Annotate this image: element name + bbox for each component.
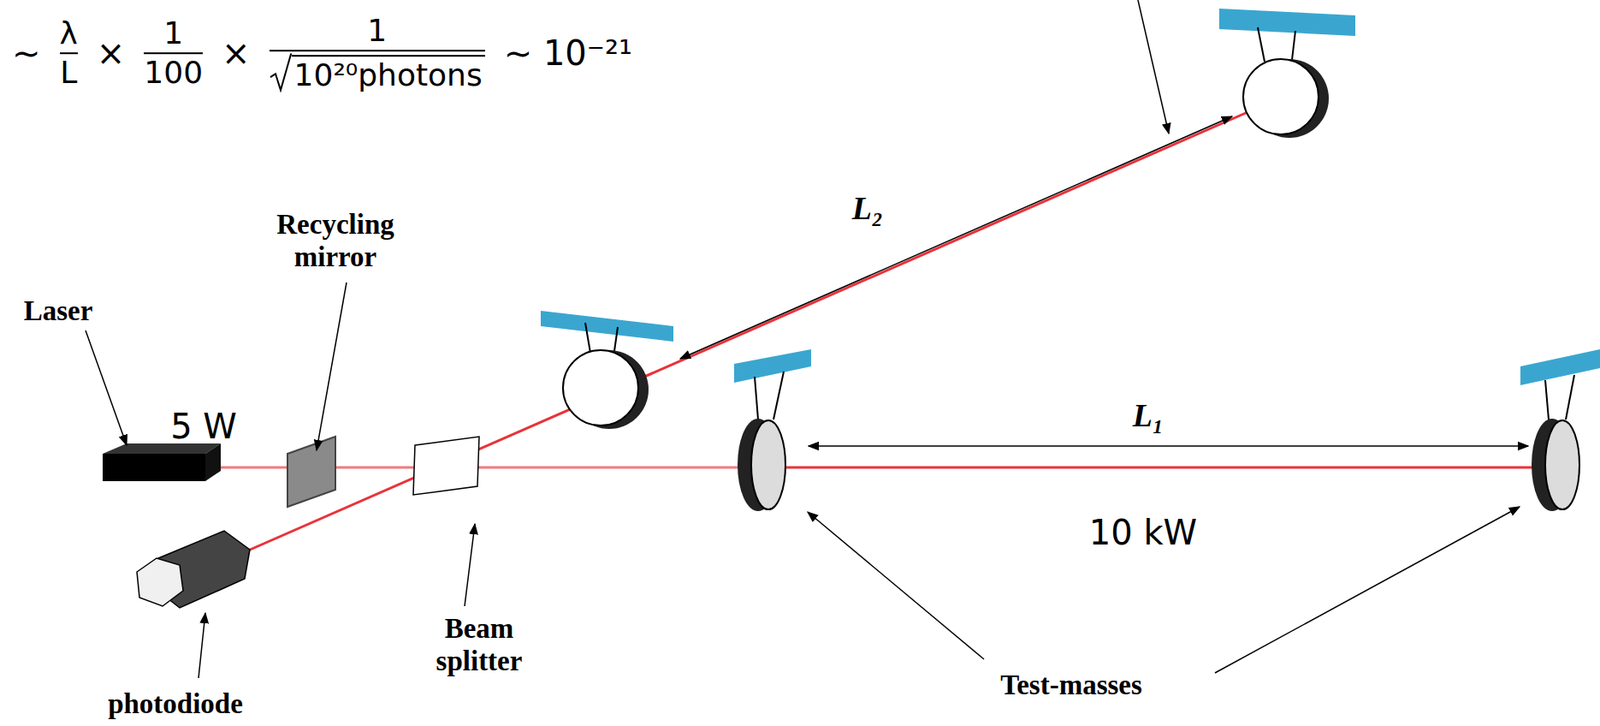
fraction: 1100	[143, 16, 203, 89]
formula-term: 100	[143, 55, 203, 90]
test-mass	[734, 349, 812, 511]
formula-term: ∼	[11, 33, 42, 73]
formula-term: 1	[163, 16, 184, 51]
formula-term: ×	[96, 33, 126, 73]
leader-line	[198, 612, 206, 678]
callout-label: Beam splitter	[406, 612, 552, 678]
callout-label: L₁	[1132, 397, 1164, 435]
callout-label: Test-masses	[1000, 669, 1143, 702]
test-mass	[1520, 349, 1600, 511]
dimension-arrow	[680, 116, 1233, 359]
fraction-bar	[143, 52, 203, 54]
formula-term: λ	[59, 16, 78, 51]
photodiode-symbol	[136, 530, 250, 608]
callout-label: photodiode	[107, 687, 243, 721]
dimension-arrow	[808, 444, 1529, 447]
callout-label: 5 W	[170, 406, 238, 446]
callout-label: L₂	[852, 189, 883, 228]
callout-label: Laser	[23, 295, 94, 328]
leader-line	[1214, 506, 1520, 673]
arm-beam	[744, 466, 1541, 469]
leader-line	[464, 523, 475, 606]
test-mass	[1219, 8, 1356, 138]
formula-term: L	[59, 55, 78, 90]
laser-symbol	[102, 443, 221, 481]
fraction-bar	[59, 52, 78, 54]
radical-sign	[269, 53, 292, 93]
formula-term: 1	[367, 13, 387, 48]
radical: 10²⁰photons	[269, 53, 486, 93]
test-mass	[540, 310, 674, 429]
callout-label: Recycling mirror	[256, 208, 415, 274]
fraction: λL	[59, 16, 78, 89]
formula-term: ×	[221, 33, 251, 73]
fraction-bar	[269, 49, 486, 52]
leader-line	[1137, 0, 1169, 134]
fraction: 1 10²⁰photons	[269, 13, 486, 93]
leader-line	[85, 330, 127, 445]
formula: ∼λL×1100×110²⁰photons∼ 10⁻²¹	[11, 13, 633, 93]
formula-term: ∼ 10⁻²¹	[503, 33, 633, 73]
leader-line	[807, 511, 984, 659]
callout-label: 10 kW	[1089, 512, 1198, 552]
beam-splitter	[413, 436, 480, 495]
recycling-mirror	[287, 436, 336, 507]
leader-line	[316, 282, 347, 451]
formula-term: 10²⁰photons	[291, 54, 486, 93]
arm-beam	[234, 97, 1281, 557]
